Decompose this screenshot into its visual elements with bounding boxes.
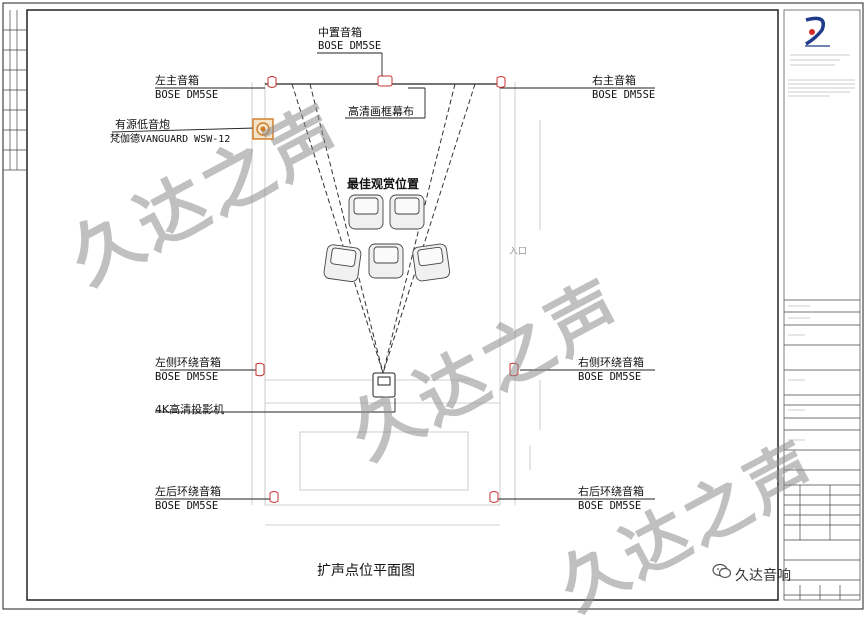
rear-right-speaker-model: BOSE DM5SE xyxy=(578,500,642,512)
front-right-speaker-model: BOSE DM5SE xyxy=(592,89,656,101)
entrance-label: 入口 xyxy=(509,247,528,257)
brand-name: 久达音响 xyxy=(735,568,791,584)
left-binding-strip xyxy=(3,10,27,171)
projector-label: 4K高清投影机 xyxy=(155,403,225,416)
armchair-icon xyxy=(323,194,451,283)
side-right-speaker-model: BOSE DM5SE xyxy=(578,371,642,383)
side-right-speaker-name: 右侧环绕音箱 xyxy=(578,356,644,369)
leader-lines xyxy=(111,52,655,500)
drawing-title: 扩声点位平面图 xyxy=(317,563,415,579)
center-speaker-name: 中置音箱 xyxy=(318,26,362,39)
room-outline xyxy=(251,82,541,526)
rear-right-speaker-name: 右后环绕音箱 xyxy=(578,485,644,498)
front-left-speaker-model: BOSE DM5SE xyxy=(155,89,219,101)
rear-left-speaker-name: 左后环绕音箱 xyxy=(155,485,221,498)
side-left-speaker-name: 左侧环绕音箱 xyxy=(155,356,221,369)
front-right-speaker-name: 右主音箱 xyxy=(592,74,636,87)
company-logo xyxy=(805,16,830,47)
subwoofer-icon xyxy=(252,118,274,140)
outer-frame xyxy=(2,2,864,610)
title-block-fine-text xyxy=(788,54,855,441)
title-block xyxy=(783,9,861,601)
speaker-icon xyxy=(255,75,519,503)
best-seat-label: 最佳观赏位置 xyxy=(347,177,420,191)
drawing-border xyxy=(26,9,779,601)
rear-left-speaker-model: BOSE DM5SE xyxy=(155,500,219,512)
wechat-icon xyxy=(712,563,732,579)
subwoofer-model: 梵伽德VANGUARD WSW-12 xyxy=(110,134,231,145)
projector-icon xyxy=(372,372,396,398)
subwoofer-name: 有源低音炮 xyxy=(115,118,170,131)
front-left-speaker-name: 左主音箱 xyxy=(155,74,199,87)
side-left-speaker-model: BOSE DM5SE xyxy=(155,371,219,383)
viewing-cone xyxy=(291,83,476,374)
screen-label: 高清画框幕布 xyxy=(348,105,414,118)
floor-plan-drawing xyxy=(2,2,864,610)
center-speaker-model: BOSE DM5SE xyxy=(318,40,382,52)
